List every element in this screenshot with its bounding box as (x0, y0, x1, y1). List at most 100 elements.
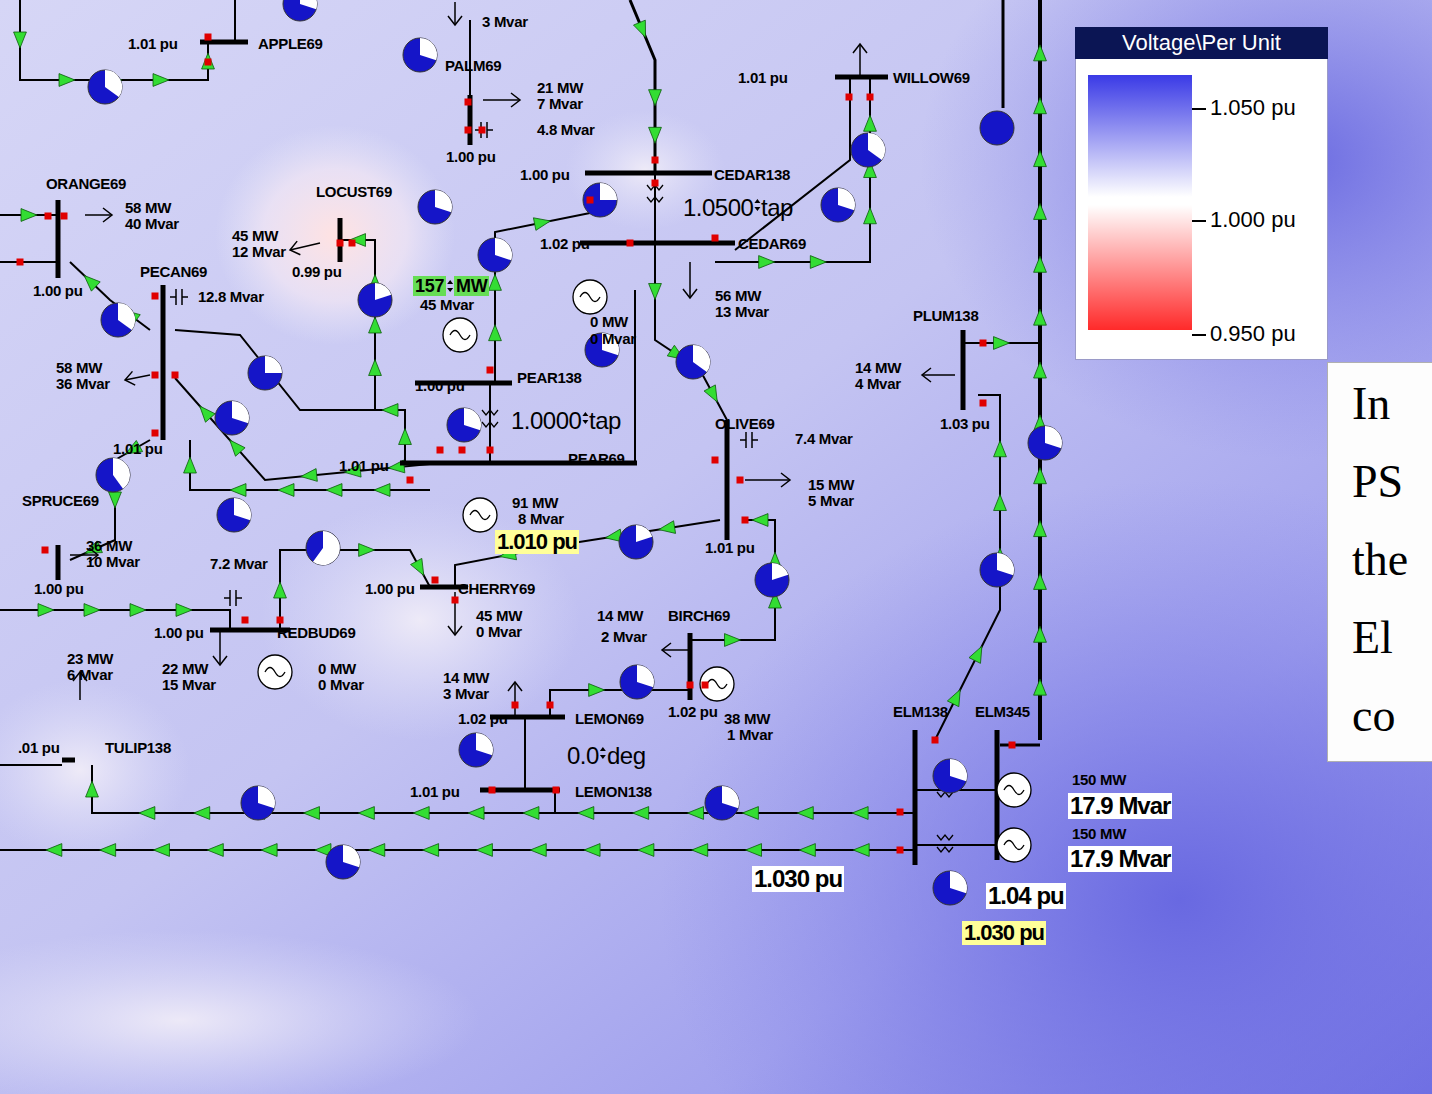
breaker-dot (587, 197, 594, 204)
flow-arrow (59, 74, 75, 87)
flow-arrow (533, 218, 550, 231)
flow-arrow (230, 440, 245, 456)
flow-arrow (530, 844, 546, 857)
legend-title: Voltage\Per Unit (1075, 27, 1328, 59)
value-label: 12 Mvar (232, 244, 286, 260)
value-label: 8 Mvar (518, 511, 564, 527)
flow-pie (88, 70, 122, 104)
value-label: 7.4 Mvar (795, 431, 853, 447)
generator-symbol (463, 498, 497, 532)
load-line (85, 214, 112, 216)
value-label: 1.01 pu (339, 458, 389, 474)
flow-arrow (14, 32, 27, 48)
value-label: 7.2 Mvar (210, 556, 268, 572)
flow-arrow (382, 404, 398, 417)
breaker-dot (459, 447, 466, 454)
branch-line (735, 77, 850, 250)
value-label: 2 Mvar (601, 629, 647, 645)
breaker-dot (452, 597, 459, 604)
breaker-dot (652, 157, 659, 164)
branch-line (1000, 744, 1040, 747)
flow-pie (217, 498, 251, 532)
load-line (745, 479, 790, 481)
flow-pie (676, 345, 710, 379)
flow-arrow (489, 325, 502, 341)
value-label: 5 Mvar (808, 493, 854, 509)
breaker-dot (432, 577, 439, 584)
breaker-dot (172, 372, 179, 379)
flow-arrow (1034, 98, 1047, 114)
flow-arrow (1034, 362, 1047, 378)
capacitor-symbol (740, 432, 758, 448)
value-label: 150 MW (1072, 826, 1126, 842)
branch-line (340, 240, 405, 463)
load-line (219, 632, 221, 665)
breaker-dot (487, 447, 494, 454)
bus-bar (688, 633, 693, 700)
flow-pie-slice (600, 183, 617, 200)
legend-swatch (1088, 197, 1192, 205)
legend-tick (1192, 334, 1206, 336)
branch-line (0, 764, 62, 766)
flow-pie (101, 303, 135, 337)
breaker-dot (652, 180, 659, 187)
breaker-dot (61, 213, 68, 220)
value-label: 1.00 pu (446, 149, 496, 165)
value-label: 0 Mvar (590, 331, 636, 347)
value-label: 1.010 pu (495, 530, 579, 554)
value-label: 1.00 pu (34, 581, 84, 597)
flow-arrow (797, 807, 813, 820)
flow-arrow (176, 604, 192, 617)
value-label: 3 Mvar (482, 14, 528, 30)
value-label: 1.0000 (511, 408, 581, 434)
breaker-dot (897, 809, 904, 816)
value-label: 17.9 Mvar (1068, 793, 1172, 819)
value-label: 1.01 pu (738, 70, 788, 86)
value-label: .01 pu (18, 740, 60, 756)
flow-arrow (759, 256, 775, 269)
value-label: LOCUST69 (316, 184, 392, 200)
flow-arrow (350, 234, 366, 247)
value-label: ORANGE69 (46, 176, 126, 192)
value-label: 1.00 pu (365, 581, 415, 597)
flow-arrow (704, 385, 717, 402)
breaker-dot (17, 259, 24, 266)
breaker-dot (553, 787, 560, 794)
breaker-dot (846, 94, 853, 101)
flow-pie (248, 356, 282, 390)
value-label: CEDAR69 (738, 236, 806, 252)
branch-line (280, 550, 430, 630)
spinner-glyph (754, 199, 760, 211)
flow-pie-slice (343, 845, 360, 867)
breaker-dot (742, 517, 749, 524)
load-arrow (511, 93, 520, 107)
value-label: 157 (413, 276, 446, 296)
branch-line (0, 261, 58, 263)
value-label: 0.0 (567, 743, 599, 769)
branch-line (524, 717, 526, 790)
flow-arrow (261, 844, 277, 857)
branch-line (234, 0, 236, 42)
flow-arrow (303, 807, 319, 820)
flow-pie (755, 563, 789, 597)
flow-arrow (86, 781, 99, 797)
flow-arrow (864, 208, 877, 224)
flow-arrow (84, 604, 100, 617)
breaker-dot (152, 430, 159, 437)
bus-bar (338, 218, 343, 262)
breaker-dot (45, 213, 52, 220)
value-label: PLUM138 (913, 308, 978, 324)
flow-arrow (523, 807, 539, 820)
branch-line (630, 0, 655, 173)
flow-pie (96, 458, 130, 492)
flow-arrow (359, 544, 375, 557)
value-label: LEMON138 (575, 784, 652, 800)
value-label: 1.030 pu (752, 866, 844, 892)
value-label: SPRUCE69 (22, 493, 99, 509)
load-line (689, 262, 691, 298)
generator-wave (450, 331, 470, 340)
legend-tick-label: 0.950 pu (1210, 322, 1296, 346)
flow-pie-slice (997, 553, 1014, 575)
flow-pie-slice (464, 408, 481, 430)
flow-pie-slice (637, 665, 654, 687)
